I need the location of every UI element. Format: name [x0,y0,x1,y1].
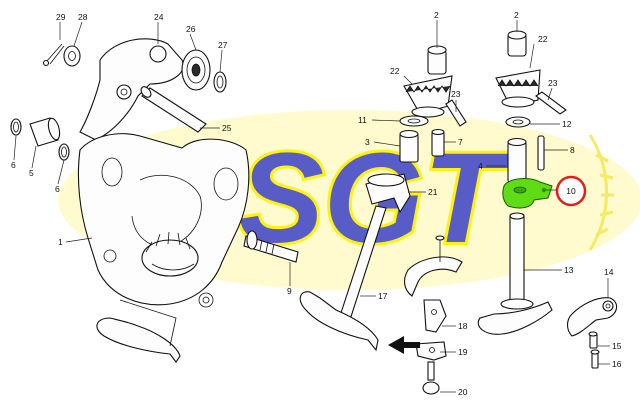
bracket-19 [415,341,447,361]
laurel-right [588,134,614,251]
pin-23-center [445,99,467,127]
blade-left [96,299,181,363]
callout-16: 16 [612,359,622,369]
pin-25 [140,86,207,133]
callout-7: 7 [458,137,463,147]
blade-rod-13 [477,212,553,335]
drive-shaft-9 [243,230,299,263]
lever-14 [566,297,618,337]
bolt-16 [590,349,600,369]
gearbox-housing-1 [77,133,250,308]
bevel-gear-22-right [495,69,541,108]
sleeve-3 [399,129,419,163]
bushing-5 [29,117,61,147]
bevel-gear-22-center [403,75,453,118]
arm-bracket-24 [79,38,184,141]
callout-3: 3 [365,137,370,147]
callout-20: 20 [458,387,468,397]
blade-rod-17 [299,205,387,352]
callout-6-right: 6 [55,184,60,194]
callout-13: 13 [564,265,574,275]
callout-22-right: 22 [538,34,548,44]
cap-2-right [507,30,527,57]
washer-11 [399,115,429,127]
o-ring-6-right [58,143,70,161]
callout-27: 27 [218,40,228,50]
o-ring-6-left [10,118,22,136]
cotter-pin-29 [42,43,65,67]
callout-26: 26 [186,24,196,34]
callout-18: 18 [458,321,468,331]
callout-10: 10 [566,186,576,196]
direction-arrow-left [388,336,420,354]
callout-1: 1 [58,237,63,247]
collar-21 [365,173,411,214]
callout-12: 12 [562,119,572,129]
washer-28 [63,45,81,67]
callout-14: 14 [604,267,614,277]
sleeve-4 [507,137,527,183]
cap-2-center [427,45,447,75]
bolt-20 [422,361,440,395]
callout-labels: 29 28 24 26 27 25 6 5 6 1 9 2 22 23 11 3… [11,10,622,397]
callout-21: 21 [428,187,438,197]
callout-17: 17 [378,291,388,301]
pin-23-right [535,91,567,115]
callout-28: 28 [78,12,88,22]
callout-2-center: 2 [434,10,439,20]
callout-29: 29 [56,12,66,22]
highlight-ring [555,175,587,207]
callout-19: 19 [458,347,468,357]
bearing-26 [181,49,211,91]
callout-9: 9 [287,286,292,296]
callout-5: 5 [29,168,34,178]
callout-4: 4 [478,161,483,171]
callout-22-center: 22 [390,66,400,76]
callout-6-left: 6 [11,160,16,170]
callout-25: 25 [222,123,232,133]
callout-23-center: 23 [451,89,461,99]
callout-2-right: 2 [514,10,519,20]
paddle-18 [403,235,463,333]
callout-15: 15 [612,341,622,351]
cam-7 [431,128,445,157]
pin-8 [537,135,545,171]
callout-24: 24 [154,12,164,22]
leader-lines [13,20,610,393]
callout-11: 11 [358,115,367,125]
ring-27 [213,71,227,93]
callout-8: 8 [570,145,575,155]
callout-23-right: 23 [548,78,558,88]
bolt-15 [588,331,598,349]
washer-12 [505,116,531,128]
highlighted-part-10 [502,178,553,209]
